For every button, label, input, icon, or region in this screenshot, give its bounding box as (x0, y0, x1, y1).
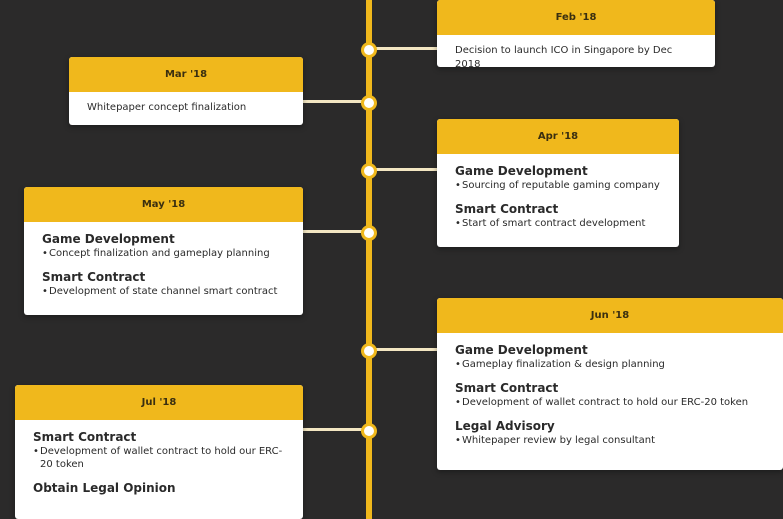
entry-item-text: Concept finalization and gameplay planni… (49, 248, 270, 259)
entry-item: •Whitepaper review by legal consultant (455, 434, 765, 447)
entry-smart-contract: Smart Contract •Start of smart contract … (455, 202, 661, 230)
bullet-icon: • (42, 248, 48, 259)
entry-item-text: Development of state channel smart contr… (49, 286, 278, 297)
event-date: Feb '18 (437, 0, 715, 35)
entry-item-text: Development of wallet contract to hold o… (462, 397, 749, 408)
connector-feb18 (372, 47, 437, 50)
bullet-icon: • (33, 446, 39, 457)
entry-obtain-legal-opinion: Obtain Legal Opinion (33, 481, 285, 496)
event-date: Apr '18 (437, 119, 679, 154)
event-card-feb18: Feb '18 Decision to launch ICO in Singap… (437, 0, 715, 67)
entry-title: Game Development (455, 164, 588, 178)
entry-smart-contract: Smart Contract •Development of wallet co… (33, 430, 285, 471)
event-card-may18: May '18 Game Development •Concept finali… (24, 187, 303, 315)
connector-may18 (302, 230, 366, 233)
entry-item-text: Gameplay finalization & design planning (462, 359, 665, 370)
timeline-dot-jun18 (361, 343, 377, 359)
event-date: Jul '18 (15, 385, 303, 420)
bullet-icon: • (455, 218, 461, 229)
event-card-jul18: Jul '18 Smart Contract •Development of w… (15, 385, 303, 519)
connector-apr18 (372, 168, 437, 171)
entry-title: Smart Contract (42, 270, 146, 284)
connector-jul18 (302, 428, 366, 431)
timeline-dot-feb18 (361, 42, 377, 58)
entry-title: Game Development (42, 232, 175, 246)
entry-game-development: Game Development •Sourcing of reputable … (455, 164, 661, 192)
bullet-icon: • (455, 359, 461, 370)
timeline-dot-mar18 (361, 95, 377, 111)
bullet-icon: • (455, 397, 461, 408)
bullet-icon: • (455, 435, 461, 446)
timeline-dot-may18 (361, 225, 377, 241)
event-card-apr18: Apr '18 Game Development •Sourcing of re… (437, 119, 679, 247)
entry-item: •Sourcing of reputable gaming company (455, 179, 661, 192)
timeline-axis (366, 0, 372, 519)
timeline-dot-apr18 (361, 163, 377, 179)
entry-item-text: Development of wallet contract to hold o… (40, 446, 283, 470)
entry-item: •Gameplay finalization & design planning (455, 358, 765, 371)
event-date: Mar '18 (69, 57, 303, 92)
entry-item: •Development of wallet contract to hold … (33, 445, 285, 471)
entry-item: •Concept finalization and gameplay plann… (42, 247, 285, 260)
entry-item-text: Sourcing of reputable gaming company (462, 180, 660, 191)
entry-game-development: Game Development •Gameplay finalization … (455, 343, 765, 371)
entry-title: Smart Contract (455, 381, 559, 395)
entry-item: •Start of smart contract development (455, 217, 661, 230)
entry-title: Legal Advisory (455, 419, 555, 433)
event-card-mar18: Mar '18 Whitepaper concept finalization (69, 57, 303, 125)
entry-item: •Development of wallet contract to hold … (455, 396, 765, 409)
event-text: Whitepaper concept finalization (87, 102, 247, 113)
entry-title: Game Development (455, 343, 588, 357)
bullet-icon: • (455, 180, 461, 191)
connector-jun18 (372, 348, 437, 351)
entry-game-development: Game Development •Concept finalization a… (42, 232, 285, 260)
entry-item: •Development of state channel smart cont… (42, 285, 285, 298)
bullet-icon: • (42, 286, 48, 297)
entry-title: Smart Contract (455, 202, 559, 216)
timeline-dot-jul18 (361, 423, 377, 439)
event-date: May '18 (24, 187, 303, 222)
event-date: Jun '18 (437, 298, 783, 333)
event-card-jun18: Jun '18 Game Development •Gameplay final… (437, 298, 783, 470)
entry-item-text: Whitepaper review by legal consultant (462, 435, 655, 446)
entry-title: Obtain Legal Opinion (33, 481, 176, 495)
event-text: Decision to launch ICO in Singapore by D… (455, 45, 673, 67)
entry-smart-contract: Smart Contract •Development of wallet co… (455, 381, 765, 409)
entry-legal-advisory: Legal Advisory •Whitepaper review by leg… (455, 419, 765, 447)
entry-title: Smart Contract (33, 430, 137, 444)
entry-item-text: Start of smart contract development (462, 218, 646, 229)
entry-smart-contract: Smart Contract •Development of state cha… (42, 270, 285, 298)
connector-mar18 (302, 100, 366, 103)
